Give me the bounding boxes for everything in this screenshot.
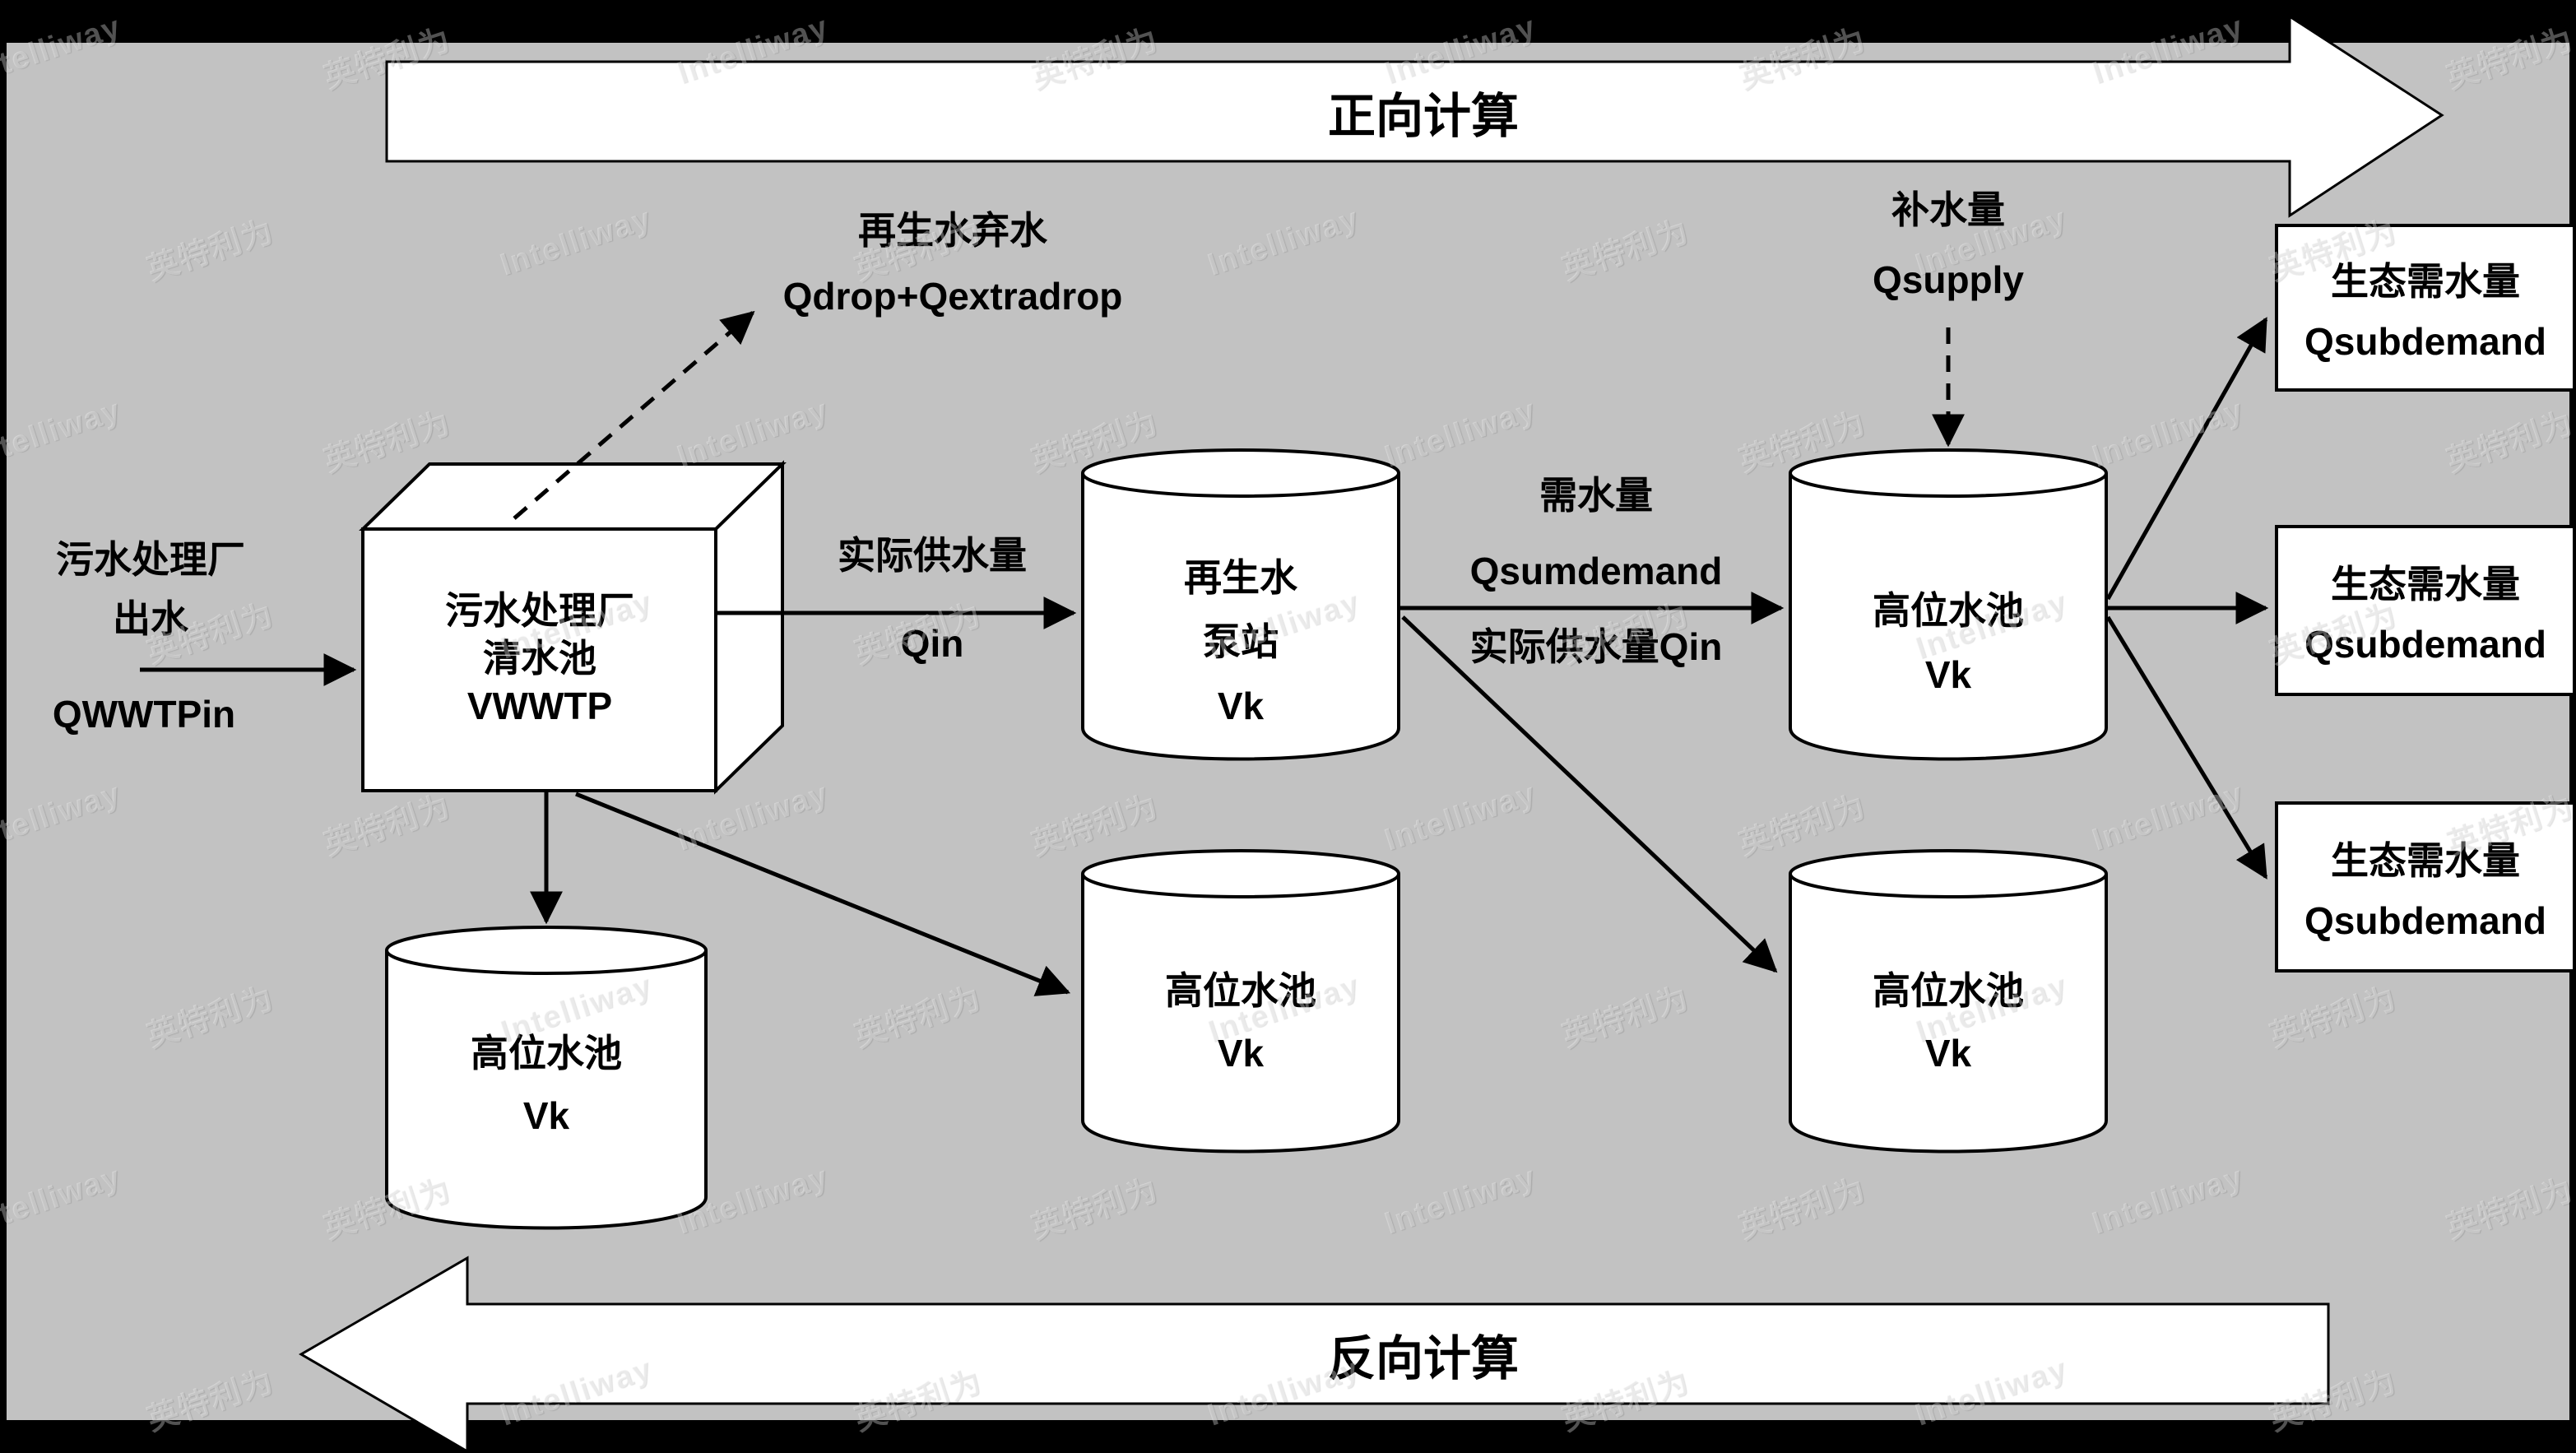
- tank-bottom-left-top: [385, 926, 708, 975]
- arrow-tank-to-eco3: [2105, 615, 2268, 880]
- tank-top-right-label: 高位水池 Vk: [1873, 589, 2024, 696]
- arrow-pump-to-tank-bottom-right: [1401, 615, 1778, 973]
- supply-label: 补水量 Qsupply: [1872, 188, 2025, 301]
- tank-top-right-top: [1789, 448, 2108, 498]
- demand-edge-label: 需水量 Qsumdemand 实际供水量Qin: [1469, 474, 1723, 668]
- backward-banner-arrow: [299, 1256, 2330, 1453]
- tank-top-right-body: [1789, 473, 2108, 761]
- arrow-tank-to-eco1: [2105, 317, 2268, 601]
- eco-demand-box-3: 生态需水量 Qsubdemand: [2275, 801, 2576, 973]
- arrow-wwtp-to-drop-dashed: [513, 310, 755, 520]
- tank-bottom-middle-body: [1081, 874, 1400, 1154]
- arrow-wwtp-to-tank-bottom-middle: [575, 791, 1071, 996]
- source-var-label: QWWTPin: [52, 693, 236, 736]
- tank-bottom-left-body: [385, 950, 708, 1230]
- source-label: 污水处理厂 出水: [56, 538, 245, 640]
- wwtp-box-front-face: [361, 527, 717, 792]
- pump-label: 再生水 泵站 Vk: [1184, 556, 1297, 727]
- qin-edge-label: 实际供水量: [838, 534, 1027, 577]
- wwtp-box-top-face: [359, 462, 787, 531]
- tank-bottom-right-label: 高位水池 Vk: [1873, 969, 2024, 1075]
- tank-bottom-middle-top: [1081, 849, 1400, 898]
- forward-banner-label: 正向计算: [1327, 90, 1520, 143]
- forward-banner-arrow: [385, 14, 2444, 218]
- tank-bottom-middle-label: 高位水池 Vk: [1165, 969, 1316, 1075]
- left-border-bar: [0, 0, 7, 1453]
- tank-bottom-right-top: [1789, 849, 2108, 898]
- wwtp-box-label: 污水处理厂 清水池 VWWTP: [445, 589, 634, 727]
- backward-banner-label: 反向计算: [1327, 1332, 1520, 1386]
- tank-bottom-left-label: 高位水池 Vk: [471, 1032, 622, 1137]
- tank-bottom-right-body: [1789, 874, 2108, 1154]
- pump-cylinder-body: [1081, 473, 1400, 761]
- drop-label: 再生水弃水 Qdrop+Qextradrop: [782, 209, 1123, 318]
- top-border-bar: [0, 0, 2576, 43]
- right-border-bar: [2569, 0, 2576, 1453]
- qin-edge-var: Qin: [900, 622, 964, 665]
- eco-demand-box-1: 生态需水量 Qsubdemand: [2275, 224, 2576, 392]
- pump-cylinder-top: [1081, 448, 1400, 498]
- eco-demand-box-2: 生态需水量 Qsubdemand: [2275, 525, 2576, 696]
